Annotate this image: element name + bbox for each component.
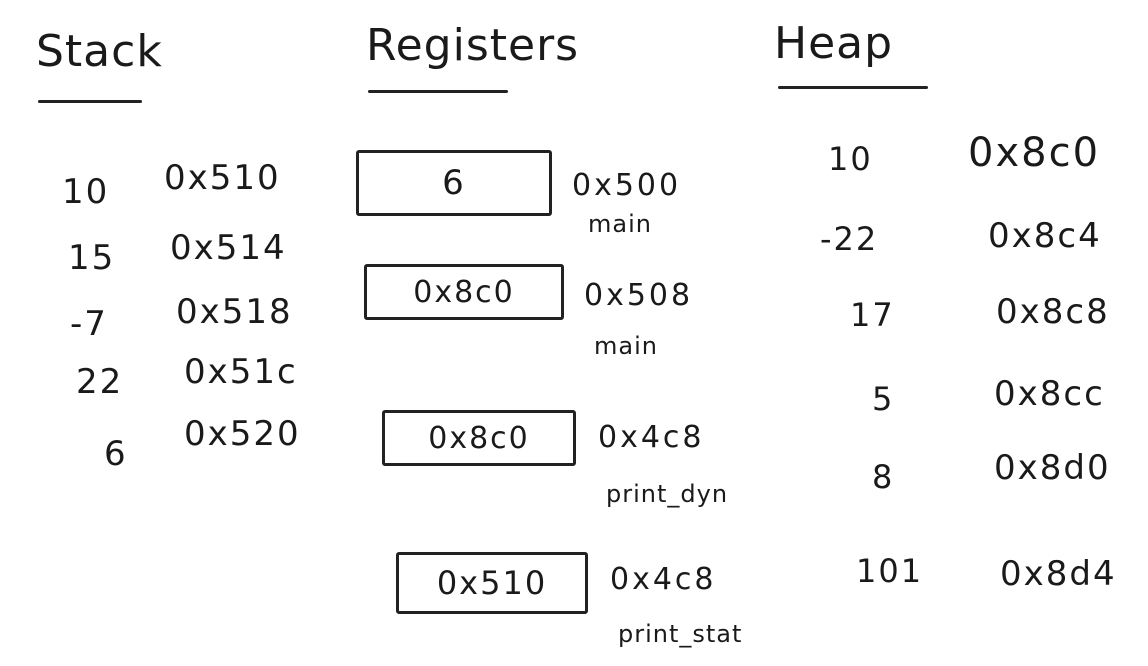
- register-function: main: [594, 332, 658, 360]
- heap-value: 101: [856, 552, 924, 590]
- register-function: main: [588, 210, 652, 238]
- heap-address: 0x8cc: [994, 374, 1105, 414]
- heap-value: -22: [820, 220, 879, 258]
- heap-value: 10: [828, 140, 873, 178]
- heap-value: 5: [872, 380, 895, 418]
- stack-address: 0x514: [170, 228, 287, 268]
- stack-address: 0x510: [164, 158, 281, 198]
- stack-value: 10: [62, 172, 110, 212]
- stack-value: 22: [76, 362, 124, 402]
- heap-value: 17: [850, 296, 895, 334]
- stack-address: 0x520: [184, 414, 301, 454]
- register-box: 0x510: [396, 552, 588, 614]
- heap-address: 0x8d4: [1000, 554, 1117, 594]
- register-function: print_dyn: [606, 480, 729, 508]
- stack-value: -7: [70, 304, 108, 344]
- heap-value: 8: [872, 458, 895, 496]
- registers-title-underline: [368, 90, 508, 93]
- stack-title-underline: [38, 100, 142, 103]
- register-box: 0x8c0: [364, 264, 564, 320]
- heap-title: Heap: [774, 18, 894, 69]
- heap-address: 0x8c8: [996, 292, 1110, 332]
- heap-address: 0x8d0: [994, 448, 1111, 488]
- heap-address: 0x8c4: [988, 216, 1102, 256]
- stack-title: Stack: [36, 26, 163, 77]
- heap-title-underline: [778, 86, 928, 89]
- stack-value: 15: [68, 238, 116, 278]
- register-address: 0x500: [572, 168, 682, 203]
- stack-address: 0x51c: [184, 352, 298, 392]
- registers-title: Registers: [366, 20, 580, 71]
- register-box: 6: [356, 150, 552, 216]
- stack-value: 6: [104, 434, 128, 474]
- register-address: 0x508: [584, 278, 694, 313]
- register-box: 0x8c0: [382, 410, 576, 466]
- register-address: 0x4c8: [598, 420, 705, 455]
- stack-address: 0x518: [176, 292, 293, 332]
- heap-address: 0x8c0: [968, 130, 1101, 176]
- register-function: print_stat: [618, 620, 743, 648]
- register-address: 0x4c8: [610, 562, 717, 597]
